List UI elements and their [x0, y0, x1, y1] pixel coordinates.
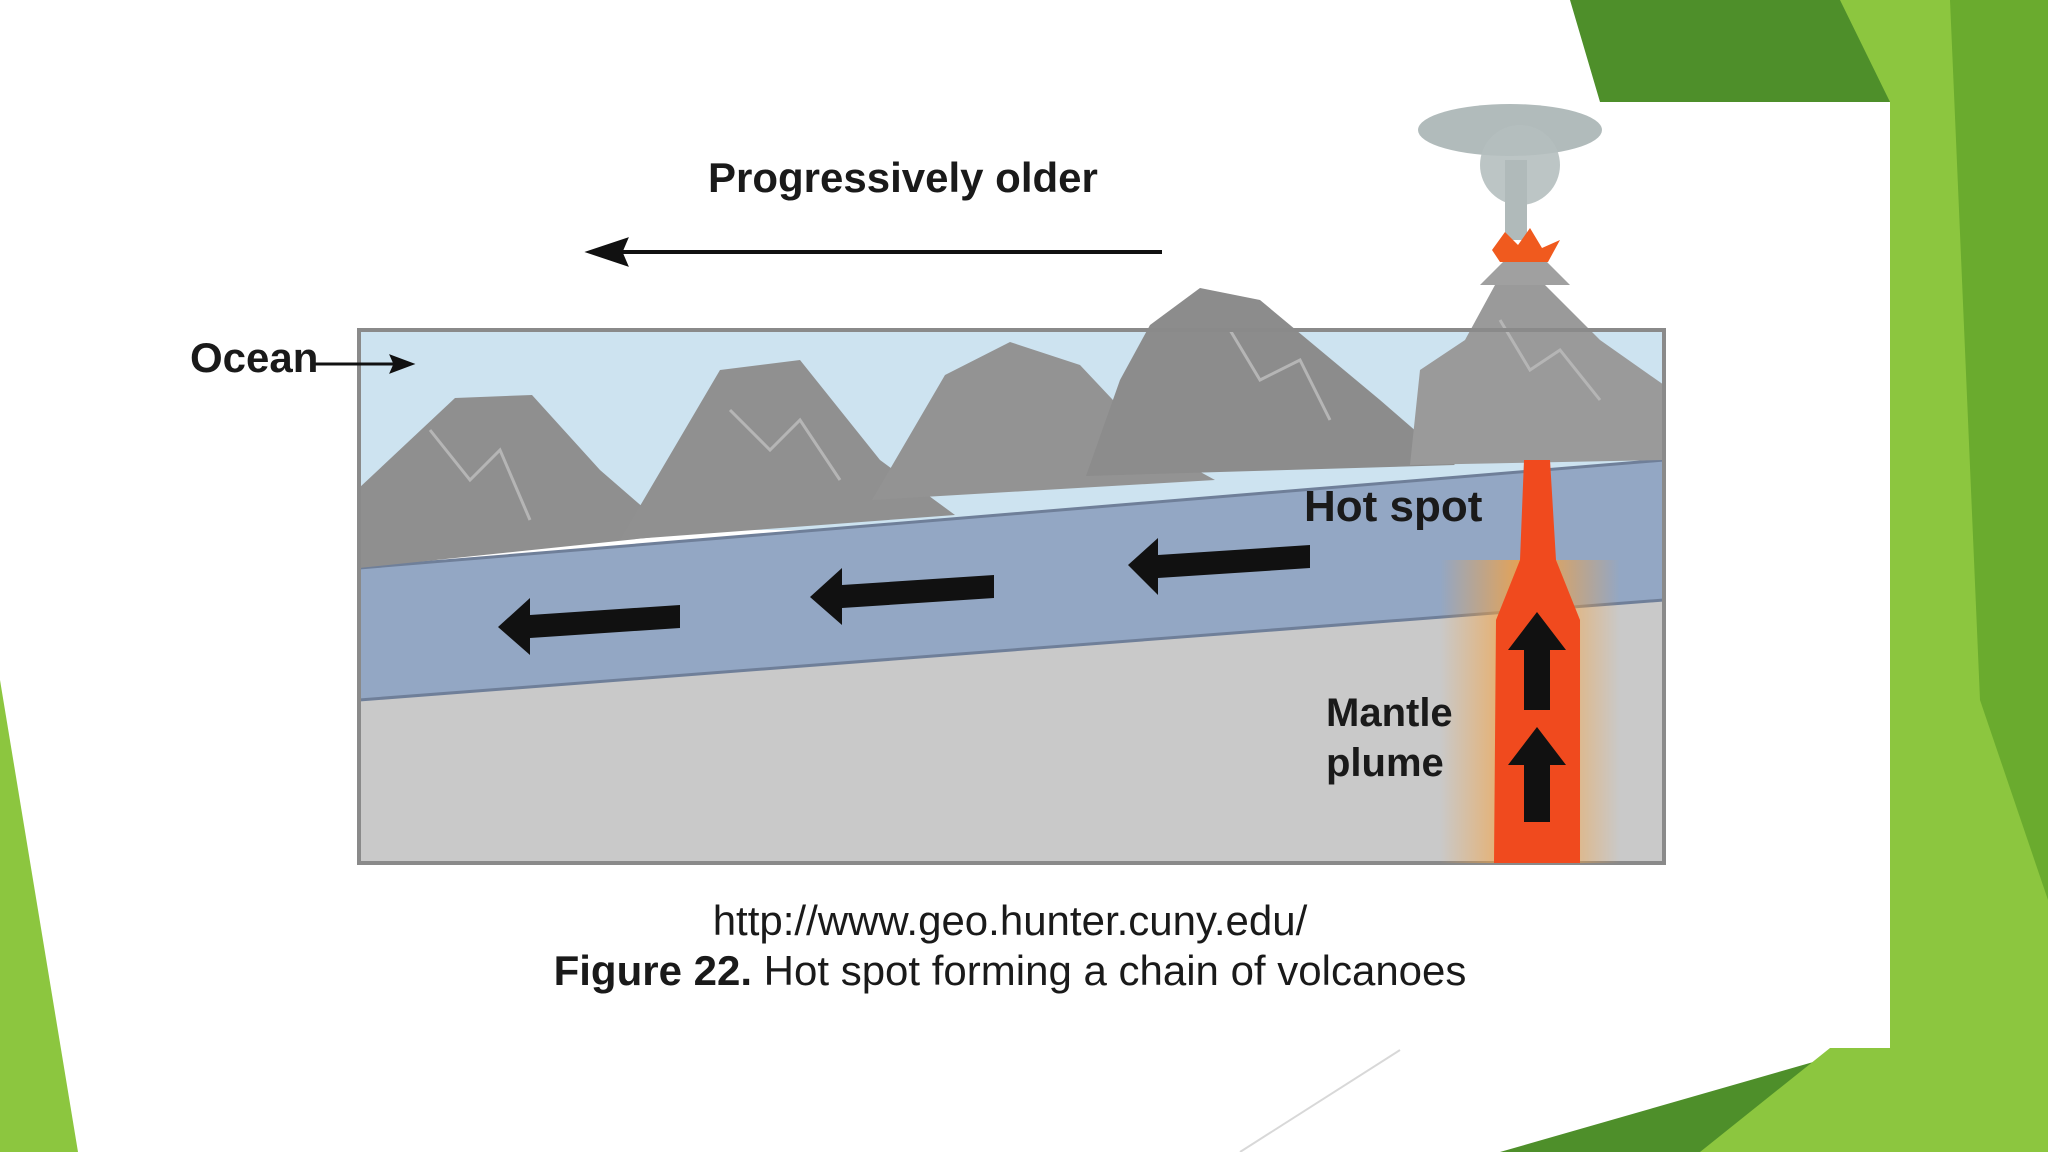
plume-arrows [1508, 612, 1566, 822]
ocean-label: Ocean [190, 334, 319, 381]
volcano-ridges [428, 429, 532, 521]
tectonic-plate [359, 460, 1664, 700]
plume-channel [1528, 460, 1552, 560]
plate-motion-arrows [498, 538, 1310, 655]
mantle-plume-label: Mantle plume [1326, 688, 1453, 788]
ocean-pointer-arrow [312, 354, 416, 374]
source-url: http://www.geo.hunter.cuny.edu/ [712, 897, 1308, 944]
volcano-4 [1086, 288, 1455, 476]
volcano-ridges-2 [728, 408, 842, 481]
plume-arrow-lower [1508, 727, 1566, 822]
volcano-ridges-3 [1228, 329, 1332, 421]
mantle-label-line2: plume [1326, 741, 1444, 785]
figure-number: Figure 22. [553, 947, 752, 994]
progressively-older-label: Progressively older [708, 154, 1098, 201]
diagram-frame [357, 328, 1666, 865]
decor-line [1239, 1049, 1401, 1152]
figure-caption: http://www.geo.hunter.cuny.edu/ Figure 2… [400, 896, 1620, 996]
green-shape-right-mid [1950, 0, 2048, 900]
plate-arrow-right [1128, 538, 1310, 595]
green-shape-right-light [1700, 0, 2048, 1152]
plate-top-edge [358, 458, 1665, 570]
erupting-volcano [1418, 104, 1602, 285]
mantle-label-line1: Mantle [1326, 691, 1453, 735]
plate-arrow-middle [810, 568, 994, 625]
plate-arrow-left [498, 598, 680, 655]
age-direction-arrow [584, 237, 1162, 267]
ash-column [1505, 160, 1527, 240]
lava-burst [1492, 228, 1560, 262]
volcano-youngest [1410, 285, 1664, 465]
volcano-2 [620, 360, 955, 540]
caption-line: Figure 22. Hot spot forming a chain of v… [400, 946, 1620, 996]
volcano-ridges-4 [1498, 319, 1602, 401]
figure-text: Hot spot forming a chain of volcanoes [763, 947, 1467, 994]
hot-spot-label: Hot spot [1304, 482, 1483, 531]
plume-arrow-upper [1508, 612, 1566, 710]
summit-cone [1480, 250, 1570, 285]
green-shape-left [0, 680, 78, 1152]
